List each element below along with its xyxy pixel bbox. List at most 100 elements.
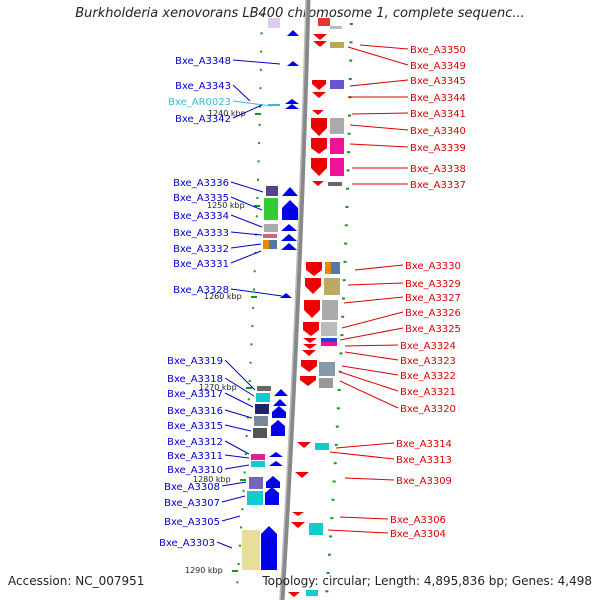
gene-box bbox=[249, 477, 263, 489]
guide-dot bbox=[259, 105, 261, 108]
guide-dot bbox=[344, 242, 348, 245]
gene-label-bxe_a3328[interactable]: Bxe_A3328 bbox=[173, 285, 229, 296]
gene-arrow-down bbox=[305, 278, 321, 294]
gene-arrow-up bbox=[282, 200, 298, 220]
gene-label-bxe_a3320[interactable]: Bxe_A3320 bbox=[400, 404, 456, 415]
gene-label-bxe_a3324[interactable]: Bxe_A3324 bbox=[400, 341, 456, 352]
gene-label-bxe_a3312[interactable]: Bxe_A3312 bbox=[167, 437, 223, 448]
gene-box bbox=[321, 338, 337, 342]
guide-dot bbox=[342, 279, 346, 282]
gene-label-bxe_a3317[interactable]: Bxe_A3317 bbox=[167, 389, 223, 400]
right-leader-line bbox=[341, 365, 399, 376]
guide-dot bbox=[259, 68, 262, 71]
gene-label-bxe_a3337[interactable]: Bxe_A3337 bbox=[410, 180, 466, 191]
gene-arrow-up bbox=[269, 461, 283, 466]
gene-label-bxe_a3331[interactable]: Bxe_A3331 bbox=[173, 259, 229, 270]
gene-arrow-up bbox=[281, 224, 297, 231]
gene-label-bxe_a3334[interactable]: Bxe_A3334 bbox=[173, 211, 229, 222]
guide-dot bbox=[332, 480, 336, 483]
gene-label-bxe_a3336[interactable]: Bxe_A3336 bbox=[173, 178, 229, 189]
gene-label-bxe_a3305[interactable]: Bxe_A3305 bbox=[164, 517, 220, 528]
gene-label-bxe_a3335[interactable]: Bxe_A3335 bbox=[173, 193, 229, 204]
gene-label-bxe_a3321[interactable]: Bxe_A3321 bbox=[400, 387, 456, 398]
left-leader-line bbox=[221, 515, 241, 522]
gene-label-bxe_a3318[interactable]: Bxe_A3318 bbox=[167, 374, 223, 385]
gene-label-bxe_a3338[interactable]: Bxe_A3338 bbox=[410, 164, 466, 175]
gene-arrow-up bbox=[274, 389, 288, 396]
gene-arrow-up bbox=[261, 526, 277, 570]
guide-dot bbox=[346, 169, 350, 172]
gene-label-bxe_a3339[interactable]: Bxe_A3339 bbox=[410, 143, 466, 154]
kbp-tick-1260 bbox=[251, 296, 257, 298]
gene-label-bxe_a3308[interactable]: Bxe_A3308 bbox=[164, 482, 220, 493]
gene-label-bxe_a3315[interactable]: Bxe_A3315 bbox=[167, 421, 223, 432]
right-leader-line bbox=[339, 516, 389, 520]
gene-label-bxe_a3323[interactable]: Bxe_A3323 bbox=[400, 356, 456, 367]
gene-box bbox=[330, 158, 344, 176]
gene-label-bxe_a3313[interactable]: Bxe_A3313 bbox=[396, 455, 452, 466]
guide-dot bbox=[326, 572, 330, 574]
kbp-label-1270: 1270 kbp bbox=[199, 383, 237, 392]
gene-box bbox=[255, 404, 269, 414]
gene-label-bxe_a3329[interactable]: Bxe_A3329 bbox=[405, 279, 461, 290]
gene-arrow-down bbox=[311, 118, 327, 136]
gene-label-bxe_a3342[interactable]: Bxe_A3342 bbox=[175, 114, 231, 125]
gene-box bbox=[264, 198, 278, 220]
gene-arrow-down bbox=[303, 344, 317, 349]
gene-label-bxe_a3303[interactable]: Bxe_A3303 bbox=[159, 538, 215, 549]
gene-label-bxe_a3332[interactable]: Bxe_A3332 bbox=[173, 244, 229, 255]
gene-label-bxe_a3310[interactable]: Bxe_A3310 bbox=[167, 465, 223, 476]
left-leader-line bbox=[224, 392, 254, 408]
gene-label-bxe_a3348[interactable]: Bxe_A3348 bbox=[175, 56, 231, 67]
gene-label-bxe_a3333[interactable]: Bxe_A3333 bbox=[173, 228, 229, 239]
gene-label-bxe_a3340[interactable]: Bxe_A3340 bbox=[410, 126, 466, 137]
gene-label-bxe_a3345[interactable]: Bxe_A3345 bbox=[410, 76, 466, 87]
gene-label-bxe_a3341[interactable]: Bxe_A3341 bbox=[410, 109, 466, 120]
gene-label-bxe_a3349[interactable]: Bxe_A3349 bbox=[410, 61, 466, 72]
gene-arrow-down bbox=[311, 158, 327, 176]
right-guide-dots bbox=[325, 23, 353, 593]
gene-arrow-down bbox=[292, 512, 304, 516]
gene-arrow-up bbox=[285, 104, 299, 109]
gene-label-bxe_a3319[interactable]: Bxe_A3319 bbox=[167, 356, 223, 367]
right-leader-line bbox=[351, 112, 409, 115]
guide-dot bbox=[240, 526, 243, 529]
gene-box bbox=[268, 18, 280, 28]
right-leader-line bbox=[339, 327, 404, 341]
rna-feature bbox=[268, 104, 280, 106]
gene-arrow-up bbox=[269, 452, 283, 457]
guide-dot bbox=[243, 471, 246, 474]
kbp-label-1240: 1240 kbp bbox=[208, 109, 246, 118]
gene-label-bxe_a3322[interactable]: Bxe_A3322 bbox=[400, 371, 456, 382]
gene-label-bxe_a3350[interactable]: Bxe_A3350 bbox=[410, 45, 466, 56]
gene-label-bxe_a3307[interactable]: Bxe_A3307 bbox=[164, 498, 220, 509]
gene-label-bxe_a3314[interactable]: Bxe_A3314 bbox=[396, 439, 452, 450]
guide-dot bbox=[252, 306, 255, 309]
guide-dot bbox=[249, 361, 252, 364]
gene-box bbox=[322, 300, 338, 320]
right-leader-line bbox=[349, 124, 409, 131]
left-leader-line bbox=[221, 481, 247, 487]
guide-dot bbox=[348, 77, 352, 80]
gene-label-bxe_ar0023[interactable]: Bxe_AR0023 bbox=[168, 97, 231, 108]
gene-arrow-down bbox=[302, 350, 316, 356]
gene-label-bxe_a3326[interactable]: Bxe_A3326 bbox=[405, 308, 461, 319]
gene-label-bxe_a3309[interactable]: Bxe_A3309 bbox=[396, 476, 452, 487]
gene-arrow-up bbox=[281, 234, 297, 241]
gene-arrow-down bbox=[312, 92, 326, 98]
left-leader-line bbox=[224, 440, 250, 455]
gene-label-bxe_a3311[interactable]: Bxe_A3311 bbox=[167, 451, 223, 462]
gene-label-bxe_a3304[interactable]: Bxe_A3304 bbox=[390, 529, 446, 540]
gene-label-bxe_a3330[interactable]: Bxe_A3330 bbox=[405, 261, 461, 272]
gene-label-bxe_a3344[interactable]: Bxe_A3344 bbox=[410, 93, 466, 104]
guide-dot bbox=[341, 315, 345, 318]
left-leader-line bbox=[232, 59, 281, 65]
gene-label-bxe_a3327[interactable]: Bxe_A3327 bbox=[405, 293, 461, 304]
gene-label-bxe_a3306[interactable]: Bxe_A3306 bbox=[390, 515, 446, 526]
guide-dot bbox=[245, 434, 248, 437]
gene-label-bxe_a3343[interactable]: Bxe_A3343 bbox=[175, 81, 231, 92]
gene-label-bxe_a3316[interactable]: Bxe_A3316 bbox=[167, 406, 223, 417]
gene-label-bxe_a3325[interactable]: Bxe_A3325 bbox=[405, 324, 461, 335]
guide-dot bbox=[260, 50, 263, 53]
left-strand-features bbox=[242, 18, 299, 570]
